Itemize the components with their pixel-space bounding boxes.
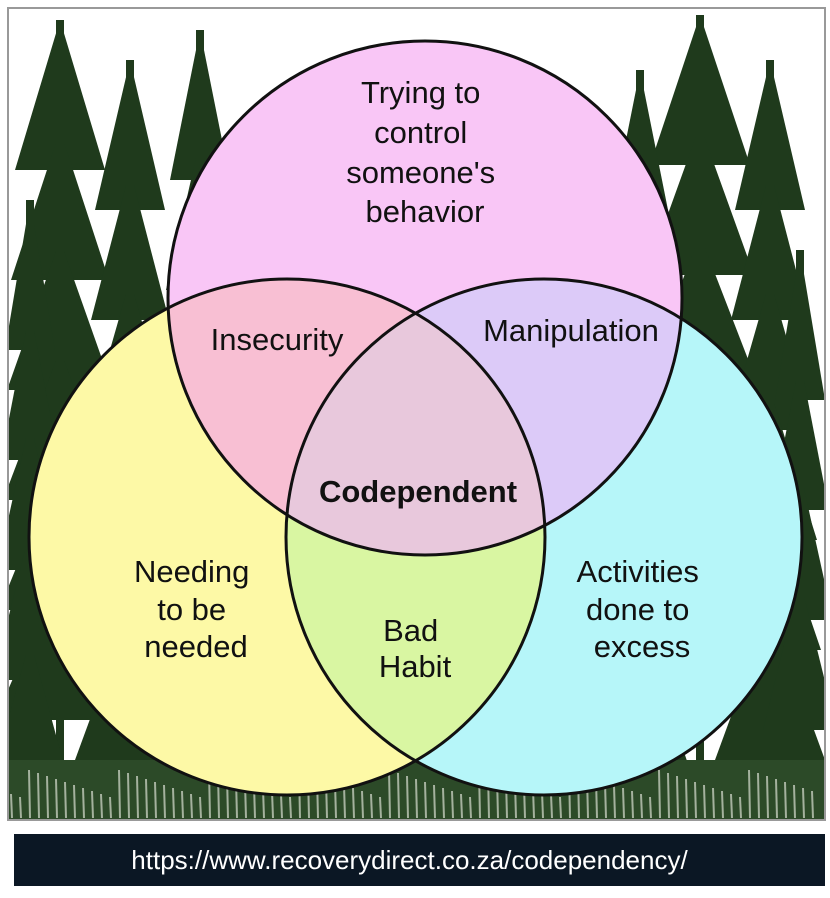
grass-blade bbox=[91, 790, 94, 819]
grass-blade bbox=[631, 790, 634, 819]
grass-blade bbox=[658, 769, 661, 819]
grass-blade bbox=[190, 793, 193, 819]
grass-blade bbox=[154, 781, 157, 819]
grass-blade bbox=[676, 775, 679, 819]
tree-shape bbox=[763, 580, 825, 730]
grass-blade bbox=[460, 793, 463, 819]
grass-blade bbox=[280, 793, 283, 819]
grass-blade bbox=[82, 787, 85, 819]
grass-blade bbox=[451, 790, 454, 819]
grass-blade bbox=[352, 787, 355, 819]
grass-blade bbox=[649, 796, 652, 819]
grass-blade bbox=[667, 772, 670, 819]
source-url-caption: https://www.recoverydirect.co.za/codepen… bbox=[14, 834, 825, 886]
grass-blade bbox=[118, 769, 121, 819]
label-top: Trying to control someone's behavior bbox=[346, 75, 504, 229]
grass-blade bbox=[613, 784, 616, 819]
grass-blade bbox=[415, 778, 418, 819]
grass-blade bbox=[784, 781, 787, 819]
grass-blade bbox=[163, 784, 166, 819]
label-bad-habit: Bad Habit bbox=[379, 613, 452, 684]
tree-trunk bbox=[56, 20, 64, 800]
label-right: Activities done to excess bbox=[577, 554, 708, 664]
grass-blade bbox=[37, 772, 40, 819]
label-left: Needing to be needed bbox=[134, 554, 258, 664]
grass-blade bbox=[694, 781, 697, 819]
grass-blade bbox=[721, 790, 724, 819]
grass-blade bbox=[172, 787, 175, 819]
grass-blade bbox=[424, 781, 427, 819]
venn-diagram: Trying to control someone's behavior Ins… bbox=[7, 7, 826, 821]
grass-blade bbox=[775, 778, 778, 819]
grass-blade bbox=[379, 796, 382, 819]
grass-blade bbox=[199, 796, 202, 819]
grass-blade bbox=[64, 781, 67, 819]
grass-blade bbox=[55, 778, 58, 819]
grass-blade bbox=[730, 793, 733, 819]
grass-blade bbox=[10, 793, 13, 819]
grass-blade bbox=[433, 784, 436, 819]
label-insecurity: Insecurity bbox=[211, 322, 344, 357]
tree-shape bbox=[8, 640, 71, 790]
grass-blade bbox=[343, 784, 346, 819]
grass-blade bbox=[388, 769, 391, 819]
grass-blade bbox=[73, 784, 76, 819]
grass-blade bbox=[136, 775, 139, 819]
grass-blade bbox=[442, 787, 445, 819]
grass-blade bbox=[406, 775, 409, 819]
grass-blade bbox=[811, 790, 814, 819]
grass-blade bbox=[289, 796, 292, 819]
grass-blade bbox=[397, 772, 400, 819]
grass-blade bbox=[370, 793, 373, 819]
grass-blade bbox=[361, 790, 364, 819]
grass-blade bbox=[127, 772, 130, 819]
grass-blade bbox=[469, 796, 472, 819]
grass-blade bbox=[622, 787, 625, 819]
grass-blade bbox=[109, 796, 112, 819]
grass-blade bbox=[28, 769, 31, 819]
grass-blade bbox=[703, 784, 706, 819]
grass-blade bbox=[739, 796, 742, 819]
label-codependent: Codependent bbox=[319, 474, 517, 509]
image-frame bbox=[7, 7, 826, 821]
grass-blade bbox=[802, 787, 805, 819]
grass-blade bbox=[640, 793, 643, 819]
grass-blade bbox=[748, 769, 751, 819]
circle-outlines bbox=[27, 39, 804, 797]
label-manipulation: Manipulation bbox=[483, 313, 659, 348]
grass-blade bbox=[19, 796, 22, 819]
grass-blade bbox=[559, 796, 562, 819]
grass-blade bbox=[712, 787, 715, 819]
grass-blade bbox=[793, 784, 796, 819]
grass-blade bbox=[685, 778, 688, 819]
grass-blade bbox=[757, 772, 760, 819]
grass-blade bbox=[145, 778, 148, 819]
grass-blade bbox=[550, 793, 553, 819]
grass-blade bbox=[181, 790, 184, 819]
grass-blade bbox=[100, 793, 103, 819]
grass-blade bbox=[766, 775, 769, 819]
grass-blade bbox=[46, 775, 49, 819]
tree-trunk bbox=[26, 200, 34, 800]
